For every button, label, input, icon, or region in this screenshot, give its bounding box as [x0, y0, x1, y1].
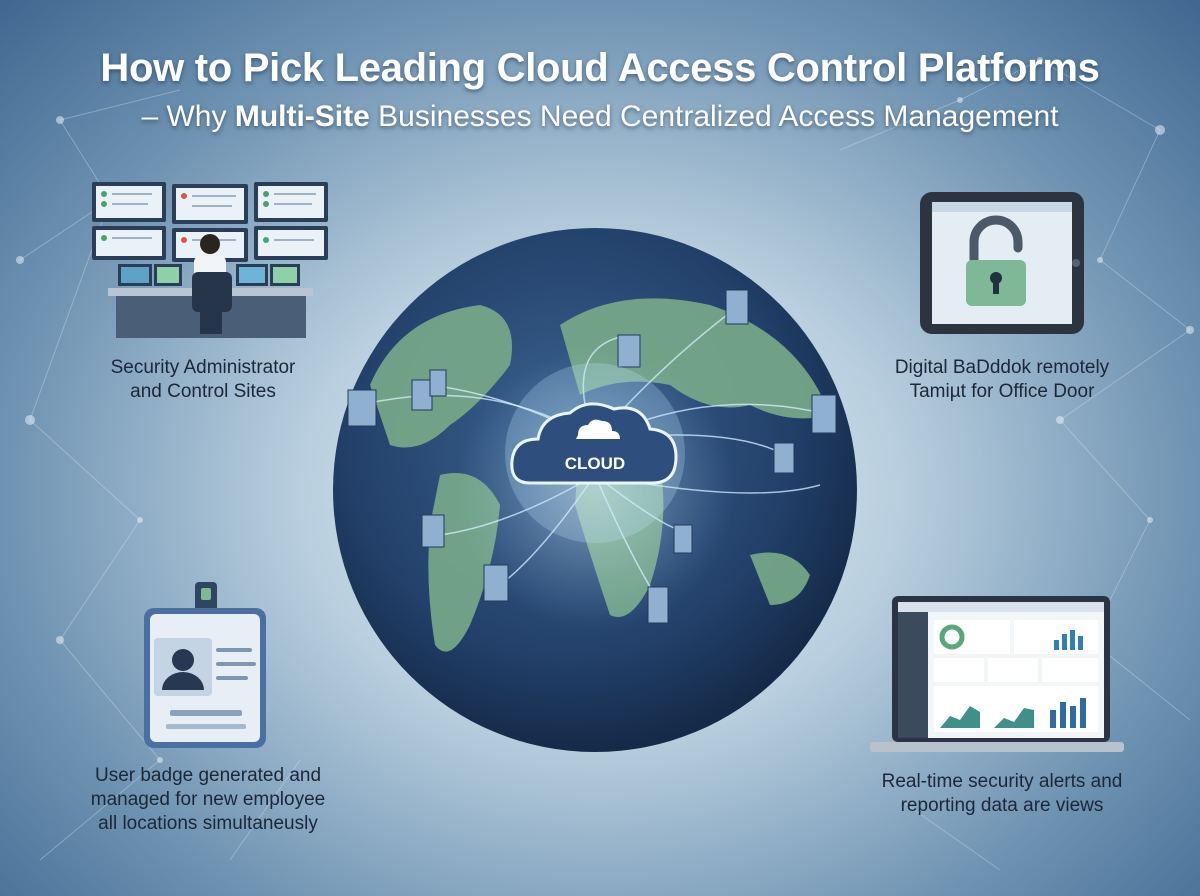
- laptop-dashboard-icon: [870, 596, 1124, 752]
- padlock-caption-line2: Tamiµt for Office Door: [909, 381, 1095, 402]
- admin-caption-line2: and Control Sites: [130, 381, 276, 402]
- padlock-caption-line1: Digital BaDddok remotely: [894, 357, 1110, 378]
- subtitle-prefix: – Why: [141, 100, 235, 133]
- page-subtitle: – Why Multi-Site Businesses Need Central…: [0, 100, 1200, 134]
- subtitle-emphasis: Multi-Site: [234, 100, 370, 133]
- page-title: How to Pick Leading Cloud Access Control…: [100, 46, 1100, 90]
- padlock-icon: [920, 192, 1084, 334]
- admin-caption-line1: Security Administrator: [110, 357, 296, 378]
- monitor-wall-icon: [92, 182, 328, 338]
- id-badge-icon: [144, 582, 266, 748]
- cloud-icon: CLOUD: [505, 363, 685, 543]
- badge-caption-line1: User badge generated and: [94, 765, 322, 786]
- subtitle-suffix: Businesses Need Centralized Access Manag…: [369, 100, 1059, 133]
- globe: CLOUD: [333, 228, 857, 752]
- dashboard-caption-line2: reporting data are views: [900, 795, 1104, 816]
- cloud-label: CLOUD: [565, 454, 625, 473]
- padlock-caption: Digital BaDddok remotely Tamiµt for Offi…: [872, 356, 1132, 404]
- badge-caption-line2: managed for new employee: [90, 789, 326, 810]
- badge-caption: User badge generated and managed for new…: [58, 764, 358, 836]
- dashboard-caption-line1: Real-time security alerts and: [881, 771, 1123, 792]
- dashboard-caption: Real-time security alerts and reporting …: [852, 770, 1152, 818]
- badge-caption-line3: all locations simultaneusly: [98, 813, 318, 834]
- admin-caption: Security Administrator and Control Sites: [88, 356, 318, 404]
- building-icon: [347, 289, 837, 624]
